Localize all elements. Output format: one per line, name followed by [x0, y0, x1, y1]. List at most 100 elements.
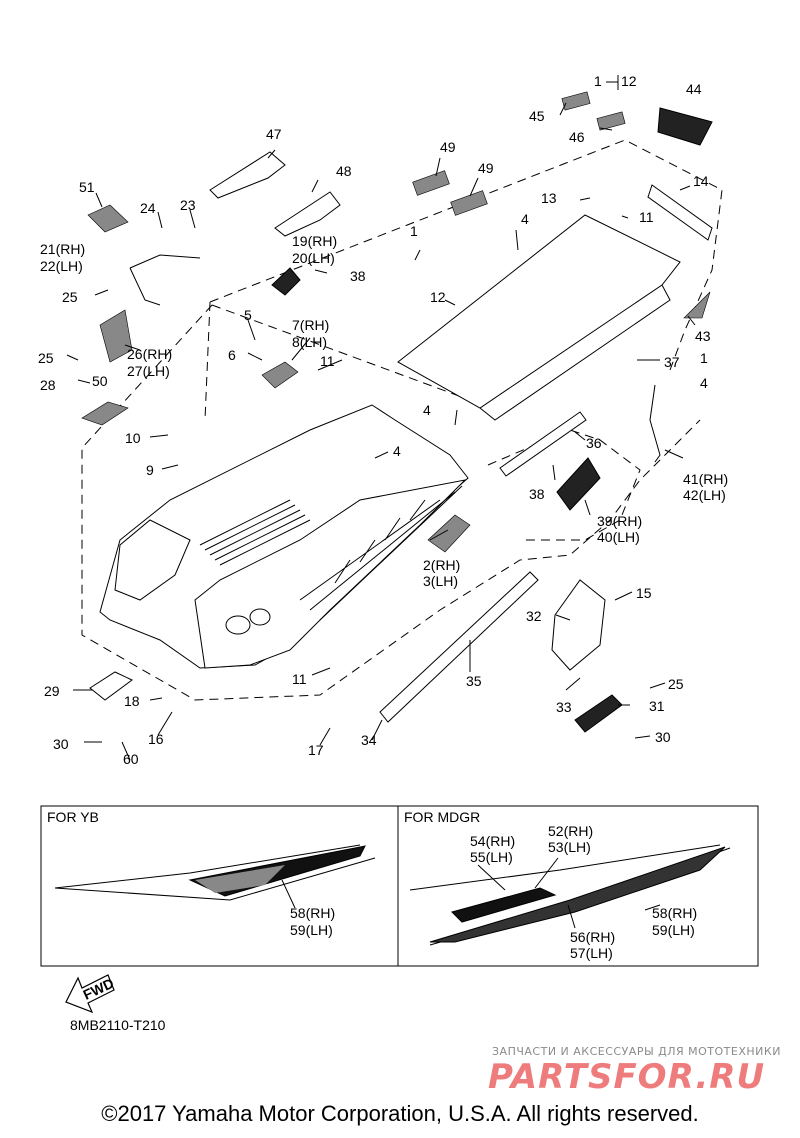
callout-20: 20(LH): [292, 250, 335, 266]
callout-16: 16: [148, 731, 164, 747]
callout-34: 34: [361, 732, 377, 748]
mdgr-decal-main: [429, 846, 726, 943]
callout-12: 12: [621, 73, 637, 89]
part-47-mat: [209, 151, 286, 199]
callout-50: 50: [92, 373, 108, 389]
callout-4: 4: [423, 402, 431, 418]
part-46-pad: [596, 111, 626, 131]
callout-60: 60: [123, 751, 139, 767]
callout-59: 59(LH): [290, 922, 333, 938]
tunnel-assembly-outline: [204, 139, 723, 421]
callout-1: 1: [700, 350, 708, 366]
copyright-notice: ©2017 Yamaha Motor Corporation, U.S.A. A…: [101, 1101, 699, 1126]
callout-2: 2(RH): [423, 557, 460, 573]
callout-23: 23: [180, 197, 196, 213]
part-36-rail: [499, 411, 587, 477]
part-48-mat: [274, 191, 341, 237]
callout-58: 58(RH): [652, 905, 697, 921]
part-51-cover: [87, 204, 129, 233]
part-44-bracket: [657, 107, 713, 146]
callout-12: 12: [430, 289, 446, 305]
callout-15: 15: [636, 585, 652, 601]
callout-42: 42(LH): [683, 487, 726, 503]
callout-39: 39(RH): [597, 513, 642, 529]
callout-4: 4: [700, 375, 708, 391]
panel-mdgr: [397, 805, 759, 967]
callout-13: 13: [541, 190, 557, 206]
callout-7: 7(RH): [292, 317, 329, 333]
front-bracket: [114, 519, 191, 601]
callout-52: 52(RH): [548, 823, 593, 839]
callout-24: 24: [140, 200, 156, 216]
frame-assembly-outline: [81, 304, 701, 701]
callout-32: 32: [526, 608, 542, 624]
fwd-label: FWD: [81, 975, 117, 1003]
callout-18: 18: [124, 693, 140, 709]
callout-25: 25: [62, 289, 78, 305]
mdgr-decal-stripe: [451, 887, 557, 923]
callout-30: 30: [53, 736, 69, 752]
callout-14: 14: [693, 173, 709, 189]
callout-26: 26(RH): [127, 346, 172, 362]
panel-yb-title: FOR YB: [47, 809, 99, 825]
callout-29: 29: [44, 683, 60, 699]
callout-11: 11: [639, 209, 654, 225]
part-29-plate: [89, 671, 133, 701]
callout-51: 51: [79, 179, 95, 195]
callout-1: 1: [410, 223, 418, 239]
callout-8: 8(LH): [292, 334, 327, 350]
frame-truss: [299, 485, 463, 621]
callout-4: 4: [393, 443, 401, 459]
frame-vents: [199, 499, 311, 566]
callout-33: 33: [556, 699, 572, 715]
part-50-pad: [81, 401, 129, 426]
callout-31: 31: [649, 698, 665, 714]
diagram-code: 8MB2110-T210: [70, 1017, 166, 1033]
part-41-42-strap: [649, 384, 661, 463]
part-26-27-plate: [99, 309, 133, 363]
callout-6: 6: [228, 347, 236, 363]
callout-11: 11: [292, 671, 307, 687]
callout-46: 46: [569, 129, 585, 145]
callout-5: 5: [244, 307, 252, 323]
callout-25: 25: [38, 350, 54, 366]
callout-54: 54(RH): [470, 833, 515, 849]
callout-48: 48: [336, 163, 352, 179]
part-7-8-bracket: [261, 361, 299, 389]
callout-4: 4: [521, 211, 529, 227]
callout-25: 25: [668, 676, 684, 692]
callout-labels: 1 12 44 45 46 47 49 49 48 51 24 23 13 14…: [38, 73, 728, 767]
callout-22: 22(LH): [40, 258, 83, 274]
callout-40: 40(LH): [597, 529, 640, 545]
callout-35: 35: [466, 673, 482, 689]
callout-37: 37: [664, 354, 680, 370]
callout-3: 3(LH): [423, 573, 458, 589]
callout-38: 38: [529, 486, 545, 502]
rail-assembly-outline: [487, 429, 641, 541]
part-49-pad-b: [450, 190, 488, 216]
part-39-40-bracket: [556, 457, 601, 511]
part-31-step: [574, 694, 623, 733]
callout-49: 49: [440, 139, 456, 155]
callout-28: 28: [40, 377, 56, 393]
callout-59: 59(LH): [652, 922, 695, 938]
frame-hole-left: [225, 615, 251, 635]
yb-decal-leader: [281, 879, 296, 909]
callout-9: 9: [146, 462, 154, 478]
panel-mdgr-title: FOR MDGR: [404, 809, 480, 825]
callout-30: 30: [655, 729, 671, 745]
callout-11: 11: [320, 353, 335, 369]
callout-19: 19(RH): [292, 233, 337, 249]
callout-55: 55(LH): [470, 849, 513, 865]
callout-57: 57(LH): [570, 945, 613, 961]
callout-36: 36: [586, 435, 602, 451]
fwd-arrow-icon: FWD: [65, 974, 117, 1014]
mdgr-decal-leaders: [477, 857, 661, 929]
leader-lines: [66, 75, 696, 761]
callout-45: 45: [529, 108, 545, 124]
frame-hole-right: [249, 608, 271, 626]
callout-17: 17: [308, 742, 324, 758]
callout-53: 53(LH): [548, 839, 591, 855]
part-45-pad: [561, 91, 591, 111]
watermark-logo: PARTSFOR.RU: [488, 1057, 765, 1097]
